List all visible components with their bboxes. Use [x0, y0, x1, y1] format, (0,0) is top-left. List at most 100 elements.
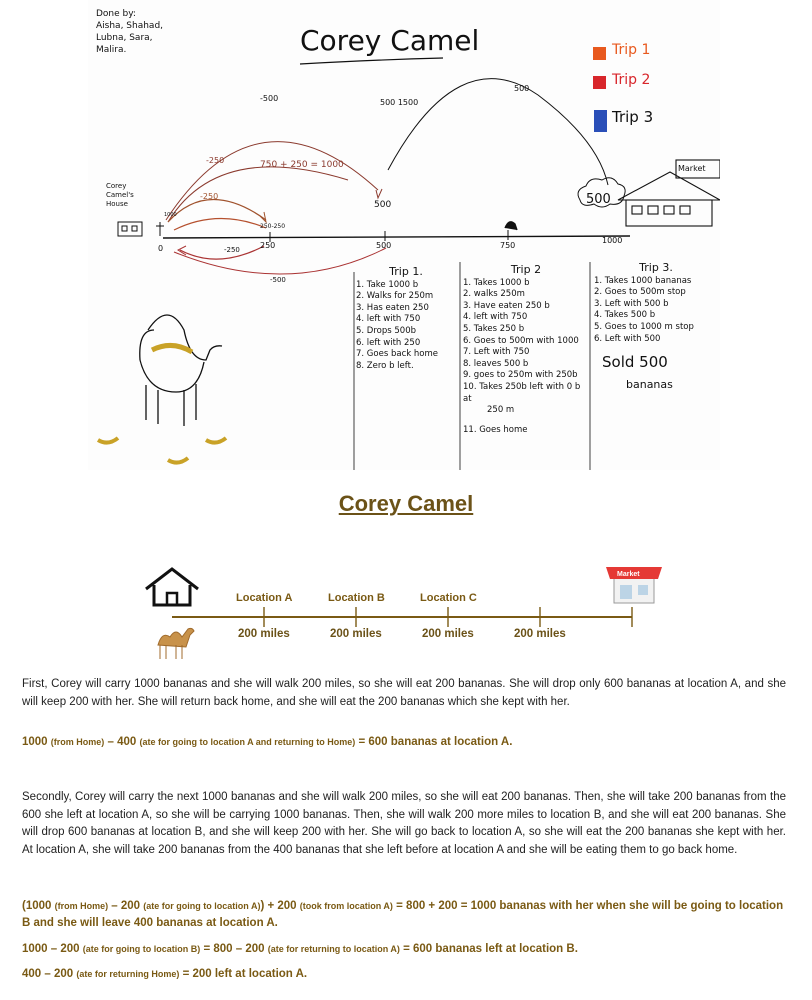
trip3-list: Trip 3. 1. Takes 1000 bananas 2. Goes to… [594, 262, 718, 390]
arc-label: 500 1500 [380, 98, 419, 107]
list-item: 6. Goes to 500m with 1000 [463, 335, 579, 346]
market-label: Market [678, 164, 706, 173]
banana-icon [204, 436, 228, 445]
list-item: 4. left with 750 [463, 312, 528, 323]
eq-part: – 400 [104, 736, 140, 748]
eq-part: = 800 + 200 = 1000 bananas with her when… [22, 900, 784, 929]
axis-tick: 750 [500, 241, 516, 250]
legend-swatch-trip2 [593, 76, 606, 89]
arc-label: -250 [206, 156, 225, 165]
credits-line: Done by: [96, 9, 136, 19]
credits-line: Aisha, Shahad, [96, 21, 164, 31]
list-item: 3. Has eaten 250 [356, 302, 429, 313]
list-item: 10. Takes 250b left with 0 b at [463, 381, 581, 404]
list-item: 5. Takes 250 b [463, 323, 525, 334]
sold-label: Sold 500 [602, 353, 668, 372]
legend-label-trip2: Trip 2 [612, 72, 651, 88]
sketch-title: Corey Camel [300, 24, 480, 57]
camel-drawing [139, 314, 223, 426]
paragraph-2: Secondly, Corey will carry the next 1000… [22, 791, 786, 856]
hand-drawn-sketch: Done by: Aisha, Shahad, Lubna, Sara, Mal… [88, 0, 720, 470]
trip1-heading: Trip 1. [389, 265, 423, 278]
trip2-list: Trip 2 1. Takes 1000 b 2. walks 250m 3. … [463, 264, 589, 436]
segment-distance: 200 miles [238, 628, 290, 640]
list-item: 2. Goes to 500m stop [594, 287, 686, 298]
axis-tick: 250 [260, 241, 276, 250]
list-item: 7. Left with 750 [463, 347, 530, 358]
list-item: 5. Drops 500b [356, 325, 417, 336]
arc-label: -250 [200, 192, 219, 201]
eq-note: (ate for returning to location A) [267, 944, 400, 954]
location-b-label: Location B [328, 592, 385, 604]
location-c-label: Location C [420, 592, 477, 604]
banana-icon [166, 456, 190, 465]
eq-part: = 200 left at location A. [179, 968, 308, 980]
arc-label: 500 [514, 84, 530, 93]
list-item: 4. Takes 500 b [594, 310, 656, 321]
cloud-value: 500 [586, 192, 611, 207]
eq-part: = 800 – 200 [200, 943, 268, 955]
trip3-heading: Trip 3. [639, 261, 673, 274]
banana-icon [96, 436, 120, 445]
cloud-shape [577, 177, 626, 208]
credits: Done by: Aisha, Shahad, Lubna, Sara, Mal… [96, 8, 163, 56]
start-mark: 1000 [164, 212, 177, 218]
eq-part: = 600 bananas left at location B. [399, 943, 578, 955]
eq-part: – 200 [108, 900, 144, 912]
list-item: 2. Walks for 250m [356, 291, 434, 302]
legend-swatch-trip3 [594, 110, 607, 132]
eq-part: (1000 [22, 900, 55, 912]
list-item: 1. Take 1000 b [356, 279, 419, 290]
list-item: 9. goes to 250m with 250b [463, 370, 578, 381]
legend-label-trip3: Trip 3 [612, 108, 654, 126]
list-item: 3. Have eaten 250 b [463, 300, 550, 311]
camel-marker-icon [504, 221, 518, 231]
number-line [162, 235, 631, 239]
legend-swatch-trip1 [593, 47, 606, 60]
home-icon [145, 567, 199, 607]
eq-note: (ate for going to location A) [143, 901, 261, 911]
arc-label: -250 [224, 246, 240, 254]
equation-1: 1000 (from Home) – 400 (ate for going to… [22, 734, 792, 751]
eq-note: (from Home) [50, 737, 105, 747]
arc-label: -500 [260, 94, 279, 103]
legend-label-trip1: Trip 1 [612, 42, 651, 58]
list-item: 2. walks 250m [463, 289, 525, 300]
home-house-icon [117, 221, 164, 237]
eq-part: ) + 200 [260, 900, 300, 912]
list-item: 6. Left with 500 [594, 333, 661, 344]
list-item: 11. Goes home [463, 424, 528, 435]
list-item: 6. left with 250 [356, 337, 421, 348]
drop-label: 500 [374, 200, 392, 210]
sketch-drawing [88, 0, 720, 470]
segment-distance: 200 miles [514, 628, 566, 640]
market-icon [606, 567, 662, 604]
list-item: 8. Zero b left. [356, 360, 414, 371]
sold-unit: bananas [626, 377, 673, 391]
list-item: 5. Goes to 1000 m stop [594, 321, 694, 332]
arc-label: 750 + 250 = 1000 [260, 160, 344, 170]
market-house-icon [617, 159, 720, 227]
camel-icon [157, 627, 195, 659]
location-a-label: Location A [236, 592, 293, 604]
list-item: 8. leaves 500 b [463, 358, 529, 369]
axis-tick: 500 [376, 241, 392, 250]
route-diagram [145, 567, 662, 659]
eq-note: (ate for returning Home) [76, 969, 180, 979]
segment-distance: 200 miles [330, 628, 382, 640]
eq-part: 400 – 200 [22, 968, 77, 980]
diagram-title: Corey Camel [338, 491, 474, 516]
trip1-list: Trip 1. 1. Take 1000 b 2. Walks for 250m… [356, 266, 456, 372]
paragraph-1: First, Corey will carry 1000 bananas and… [22, 678, 786, 708]
eq-note: (from Home) [54, 901, 109, 911]
list-item: 7. Goes back home [356, 349, 438, 360]
list-item: 3. Left with 500 b [594, 298, 669, 309]
eq-part: = 600 bananas at location A. [355, 736, 513, 748]
list-item: 1. Takes 1000 b [463, 277, 530, 288]
eq-part: 1000 [22, 736, 51, 748]
eq-note: (took from location A) [299, 901, 393, 911]
axis-tick: 0 [158, 244, 164, 253]
eq-part: 1000 – 200 [22, 943, 83, 955]
arc-label: 250-250 [260, 223, 286, 230]
axis-tick: 1000 [602, 236, 623, 245]
